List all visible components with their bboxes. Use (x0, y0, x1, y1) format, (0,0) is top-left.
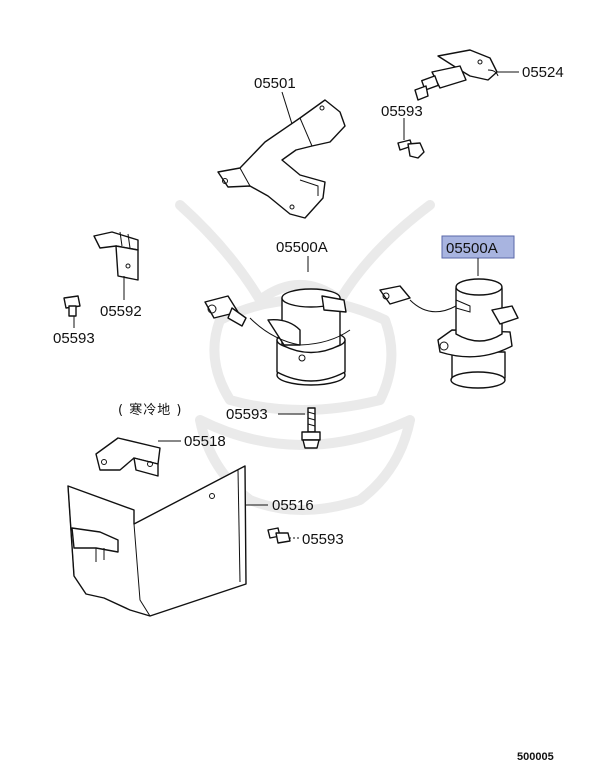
label-05592: 05592 (100, 303, 142, 320)
cover-05516 (67, 465, 247, 617)
bolt-05593-left (63, 295, 81, 317)
bracket-05518 (95, 437, 161, 477)
sensor-05524 (414, 49, 499, 101)
bolt-05593-top (397, 139, 425, 159)
label-05593-left: 05593 (53, 330, 95, 347)
leader-05501 (281, 91, 293, 125)
label-05518: 05518 (184, 433, 226, 450)
label-cold-region-note: ( 寒冷地 ) (118, 402, 182, 418)
clip-05592 (93, 231, 139, 281)
label-05516: 05516 (272, 497, 314, 514)
label-05500a-right: 05500A (446, 240, 498, 257)
label-05501: 05501 (254, 75, 296, 92)
label-05500a-left: 05500A (276, 239, 328, 256)
label-05593-middle: 05593 (226, 406, 268, 423)
pump-05500a-left (204, 288, 351, 386)
bracket-05501 (217, 99, 346, 219)
diagram-number: 500005 (517, 751, 554, 763)
label-05593-bottom: 05593 (302, 531, 344, 548)
bolt-05593-middle (301, 407, 321, 449)
label-05524: 05524 (522, 64, 564, 81)
pump-05500a-right (379, 278, 519, 389)
bolt-05593-bottom (267, 527, 291, 544)
label-05593-top: 05593 (381, 103, 423, 120)
